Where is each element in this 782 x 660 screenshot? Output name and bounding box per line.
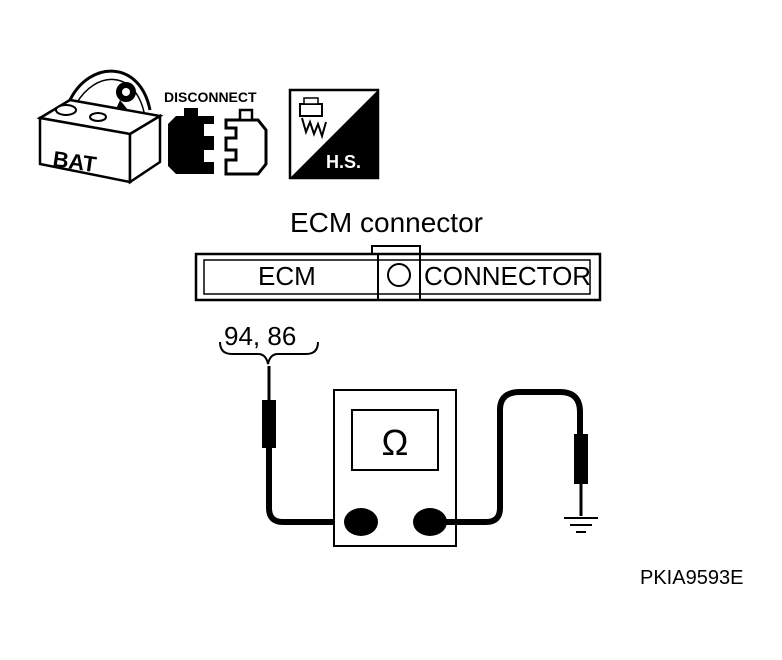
battery-label: BAT	[51, 146, 98, 177]
right-probe	[446, 389, 598, 533]
left-probe-lead	[266, 448, 346, 525]
connector-lock-circle	[387, 263, 411, 287]
connector-connector-label: CONNECTOR	[424, 261, 591, 291]
harness-icon: H.S.	[288, 88, 380, 180]
left-probe	[262, 366, 346, 525]
figure-code: PKIA9593E	[640, 567, 743, 589]
harness-label: H.S.	[326, 152, 361, 172]
right-probe-lead	[446, 389, 583, 525]
ecm-connector: ECM connector ECM CONNECTOR	[194, 207, 602, 302]
ground-icon	[564, 517, 598, 533]
disconnect-label: DISCONNECT	[164, 89, 257, 105]
terminal-numbers: 94, 86	[224, 321, 296, 351]
meter-left-jack	[344, 508, 378, 536]
multimeter: Ω	[333, 389, 457, 547]
disconnect-icon: DISCONNECT	[164, 89, 268, 176]
battery-icon: BAT	[36, 69, 164, 185]
connector-ecm-label: ECM	[258, 261, 316, 291]
connector-title: ECM connector	[290, 207, 483, 238]
terminal-brace	[219, 341, 319, 365]
meter-ohm-symbol: Ω	[382, 422, 409, 463]
terminal-callout: 94, 86	[219, 321, 319, 365]
meter-display	[351, 409, 439, 471]
meter-right-jack	[413, 508, 447, 536]
